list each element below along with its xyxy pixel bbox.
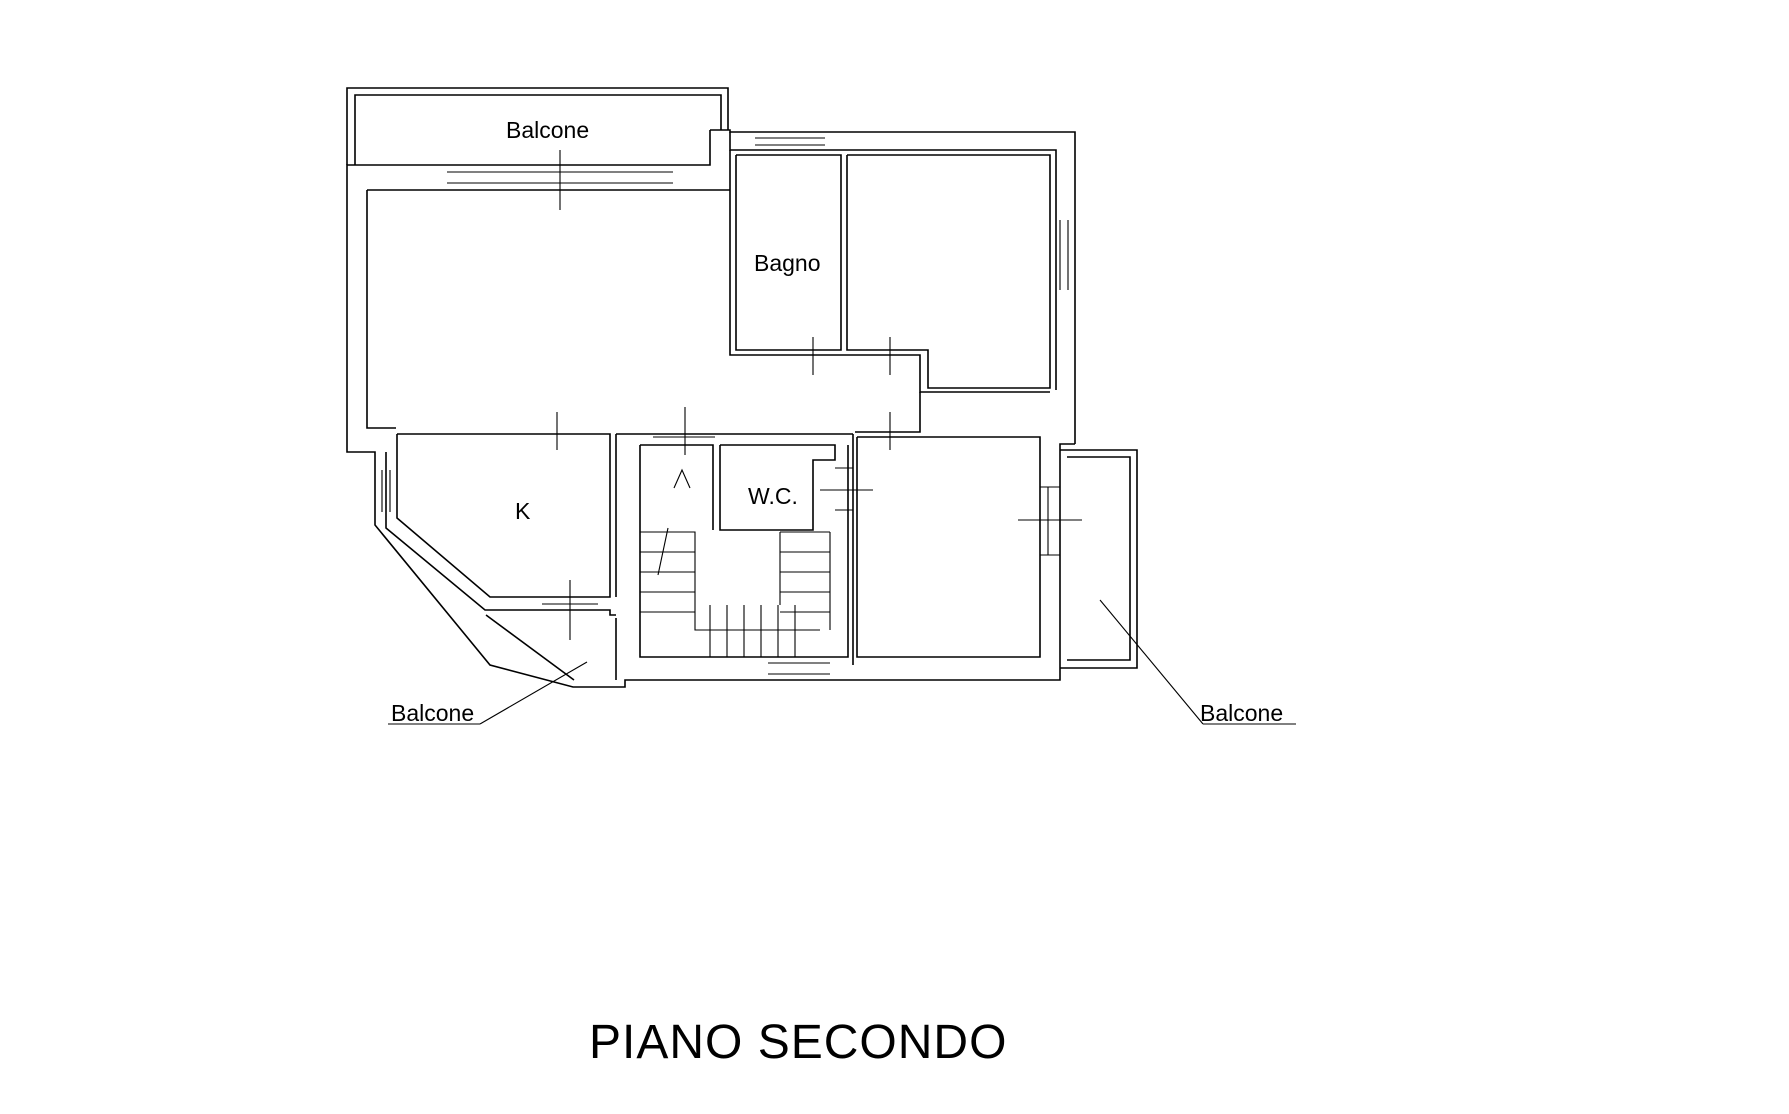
label-balcone-right: Balcone (1200, 700, 1283, 726)
kitchen-room (385, 433, 617, 681)
bottom-right-room (856, 436, 1041, 658)
label-wc: W.C. (748, 483, 798, 509)
top-balcony (346, 87, 729, 165)
right-balcony (1060, 449, 1138, 669)
label-kitchen: K (515, 498, 531, 524)
label-balcone-top: Balcone (506, 117, 589, 143)
leader-lines (388, 599, 1296, 725)
bagno-room (735, 154, 1051, 389)
label-balcone-left: Balcone (391, 700, 474, 726)
label-bagno: Bagno (754, 250, 821, 276)
outer-walls (346, 129, 1076, 688)
plan-title: PIANO SECONDO (589, 1016, 1007, 1069)
door-markers (556, 150, 1082, 640)
stair-core (615, 433, 854, 665)
